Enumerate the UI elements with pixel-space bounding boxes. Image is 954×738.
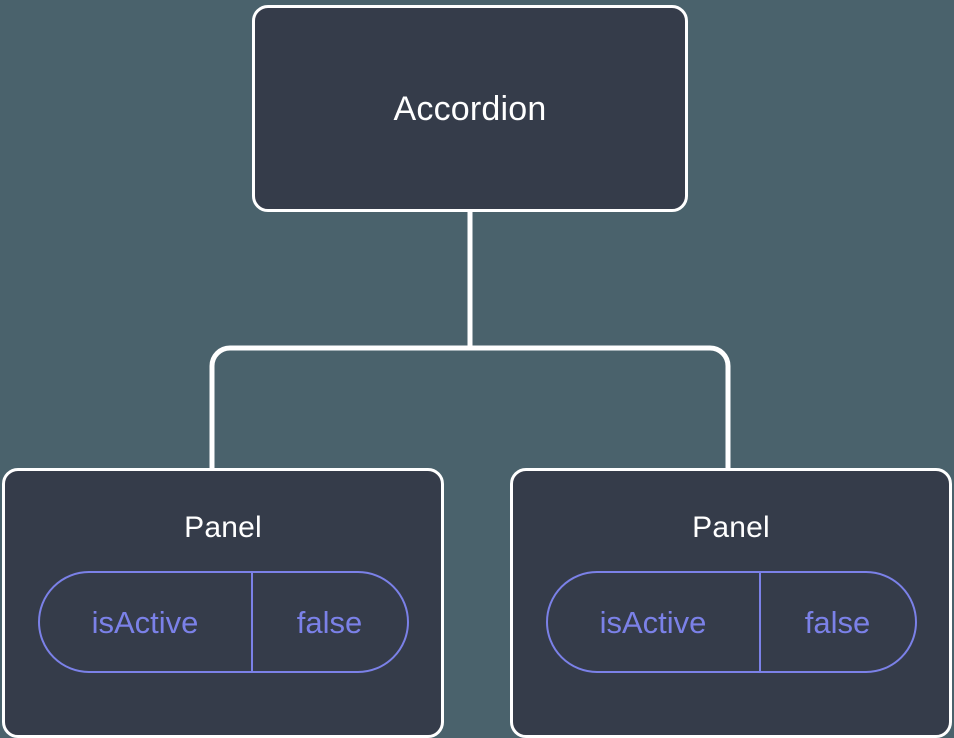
state-badge-value: false <box>804 604 871 640</box>
node-panel-2-title: Panel <box>692 511 770 544</box>
node-panel-1[interactable]: Panel isActive false <box>2 468 444 738</box>
node-accordion[interactable]: Accordion <box>252 5 688 212</box>
state-badge-key: isActive <box>548 573 761 671</box>
state-badge-key: isActive <box>40 573 253 671</box>
node-panel-1-title: Panel <box>184 511 262 544</box>
state-badge-value: false <box>296 604 363 640</box>
edge-branch-right <box>470 345 731 468</box>
state-badge-panel-2[interactable]: isActive false <box>545 571 917 673</box>
state-badge-panel-1[interactable]: isActive false <box>37 571 409 673</box>
node-panel-2[interactable]: Panel isActive false <box>510 468 952 738</box>
edge-branch-left <box>209 345 470 468</box>
node-accordion-title: Accordion <box>393 89 547 128</box>
